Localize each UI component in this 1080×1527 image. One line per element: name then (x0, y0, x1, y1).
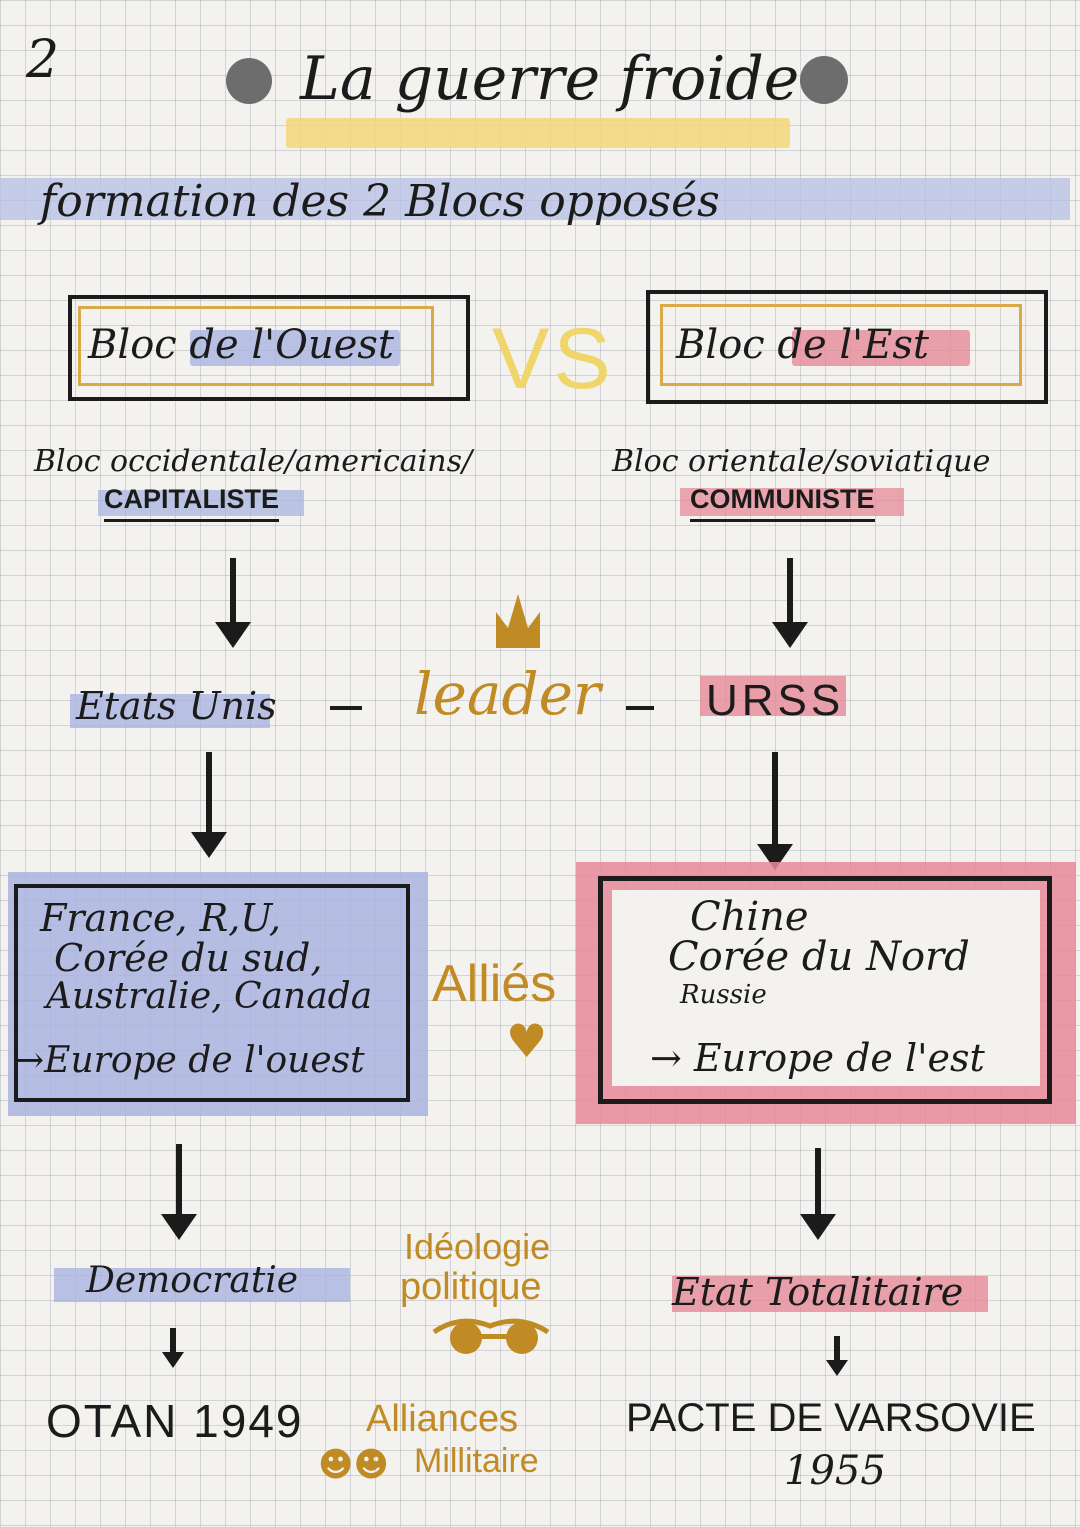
binder-hole-left (226, 58, 272, 104)
west-allies-line-3: Australie, Canada (46, 976, 373, 1017)
east-leader: URSS (706, 676, 845, 725)
east-allies-region: → Europe de l'est (650, 1036, 985, 1080)
east-allies-box (598, 876, 1052, 1104)
military-label-line-2: Millitaire (414, 1442, 539, 1480)
west-allies-box (14, 884, 410, 1102)
east-regime-highlight (672, 1276, 988, 1312)
arrow-east-to-allies (772, 752, 778, 848)
dash-left (330, 706, 362, 710)
glasses-icon (430, 1312, 554, 1360)
allies-label: Alliés (432, 955, 557, 1013)
arrow-west-to-allies (206, 752, 212, 836)
subtitle: formation des 2 Blocs opposés (40, 176, 720, 227)
people-icon: ☻☻ (318, 1445, 389, 1485)
arrow-west-to-regime (176, 1144, 182, 1218)
west-allies-line-2: Corée du sud, (54, 936, 323, 980)
west-alliance: OTAN 1949 (46, 1395, 304, 1447)
subtitle-highlight (0, 178, 1070, 220)
east-bloc-box (646, 290, 1048, 404)
west-allies-line-1: France, R,U, (40, 896, 281, 940)
page-number: 2 (26, 30, 60, 90)
military-label-line-1: Alliances (366, 1398, 519, 1440)
east-allies-line-1: Chine (690, 894, 809, 940)
west-bloc-highlight (190, 330, 400, 366)
arrow-west-to-alliance (170, 1328, 176, 1354)
west-regime-highlight (54, 1268, 350, 1302)
west-ideology-highlight (98, 490, 304, 516)
west-description: Bloc occidentale/americains/ (34, 444, 473, 479)
east-allies-line-2: Corée du Nord (668, 934, 970, 980)
leader-label: leader (414, 660, 601, 728)
binder-hole-right (800, 56, 848, 104)
page-title: La guerre froide (300, 44, 800, 114)
west-allies-background (8, 872, 428, 1116)
title-highlight (286, 118, 790, 148)
west-bloc-label: Bloc de l'Ouest (88, 322, 394, 368)
arrow-east-to-alliance (834, 1336, 840, 1362)
west-bloc-inner (78, 306, 434, 386)
east-regime: Etat Totalitaire (672, 1270, 964, 1314)
west-bloc-box (68, 295, 470, 401)
east-allies-inner (612, 890, 1040, 1086)
east-bloc-inner (660, 304, 1022, 386)
east-bloc-label: Bloc de l'Est (676, 322, 929, 368)
east-ideology: COMMUNISTE (690, 484, 875, 522)
west-ideology: CAPITALISTE (104, 484, 279, 522)
east-ideology-highlight (680, 488, 904, 516)
arrow-east-to-leader (787, 558, 793, 626)
ideology-label-line-1: Idéologie (404, 1226, 551, 1267)
arrow-west-to-leader (230, 558, 236, 626)
east-description: Bloc orientale/soviatique (612, 444, 991, 479)
west-allies-region: →Europe de l'ouest (14, 1040, 365, 1081)
east-alliance-line-2: 1955 (784, 1448, 886, 1494)
dash-right (626, 706, 654, 710)
ideology-label-line-2: politique (400, 1266, 542, 1308)
east-allies-line-3: Russie (680, 980, 767, 1010)
east-leader-highlight (700, 676, 846, 716)
crown-icon (490, 588, 546, 656)
heart-icon: ♥ (506, 1014, 548, 1068)
west-leader: Etats Unis (76, 684, 277, 728)
west-leader-highlight (70, 694, 270, 728)
east-bloc-highlight (792, 330, 970, 366)
west-regime: Democratie (86, 1260, 299, 1301)
arrow-east-to-regime (815, 1148, 821, 1218)
east-alliance-line-1: PACTE DE VARSOVIE (626, 1396, 1036, 1440)
versus-label: VS (492, 311, 615, 407)
